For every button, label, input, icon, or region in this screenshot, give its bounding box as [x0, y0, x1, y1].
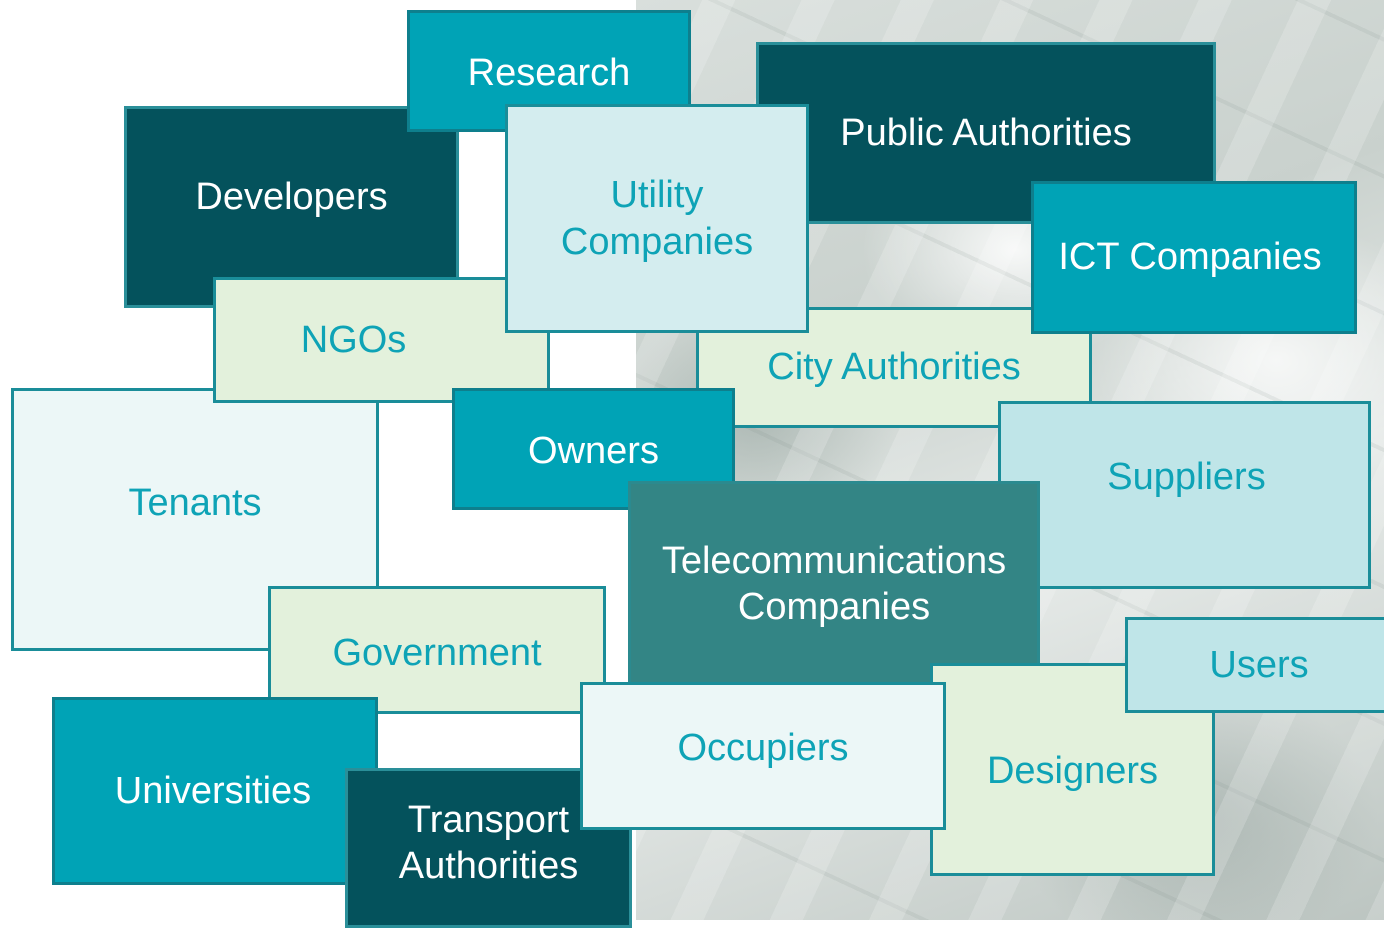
label-ngos: NGOs — [300, 318, 407, 361]
box-government: Government — [268, 586, 606, 714]
box-developers: Developers — [124, 106, 459, 308]
label-universities: Universities — [114, 769, 312, 812]
label-ict-companies: ICT Companies — [1058, 236, 1322, 279]
box-utility-companies: Utility Companies — [505, 104, 809, 333]
label-owners: Owners — [528, 429, 659, 472]
label-tenants: Tenants — [128, 482, 262, 525]
box-city-authorities: City Authorities — [696, 307, 1092, 428]
label-developers: Developers — [195, 175, 388, 218]
label-research: Research — [467, 51, 631, 94]
box-users: Users — [1125, 617, 1384, 713]
box-ict-companies: ICT Companies — [1031, 181, 1357, 334]
label-transport-line1: Transport — [407, 798, 570, 841]
label-occupiers: Occupiers — [677, 726, 849, 769]
label-users: Users — [1209, 643, 1309, 686]
box-ngos: NGOs — [213, 277, 550, 403]
box-suppliers: Suppliers — [998, 401, 1371, 589]
label-telecom-line1: Telecommunications — [661, 539, 1007, 582]
label-city-authorities: City Authorities — [767, 346, 1021, 389]
label-utility-line2: Companies — [560, 220, 754, 263]
label-public-authorities: Public Authorities — [840, 111, 1132, 154]
box-public-authorities: Public Authorities — [756, 42, 1216, 224]
label-telecom-line2: Companies — [737, 586, 931, 628]
label-transport-line2: Authorities — [398, 845, 579, 887]
label-government: Government — [332, 631, 542, 674]
label-utility-line1: Utility — [610, 174, 704, 217]
box-universities: Universities — [52, 697, 378, 885]
label-suppliers: Suppliers — [1107, 455, 1266, 498]
box-occupiers: Occupiers — [580, 682, 946, 830]
label-designers: Designers — [986, 750, 1159, 793]
